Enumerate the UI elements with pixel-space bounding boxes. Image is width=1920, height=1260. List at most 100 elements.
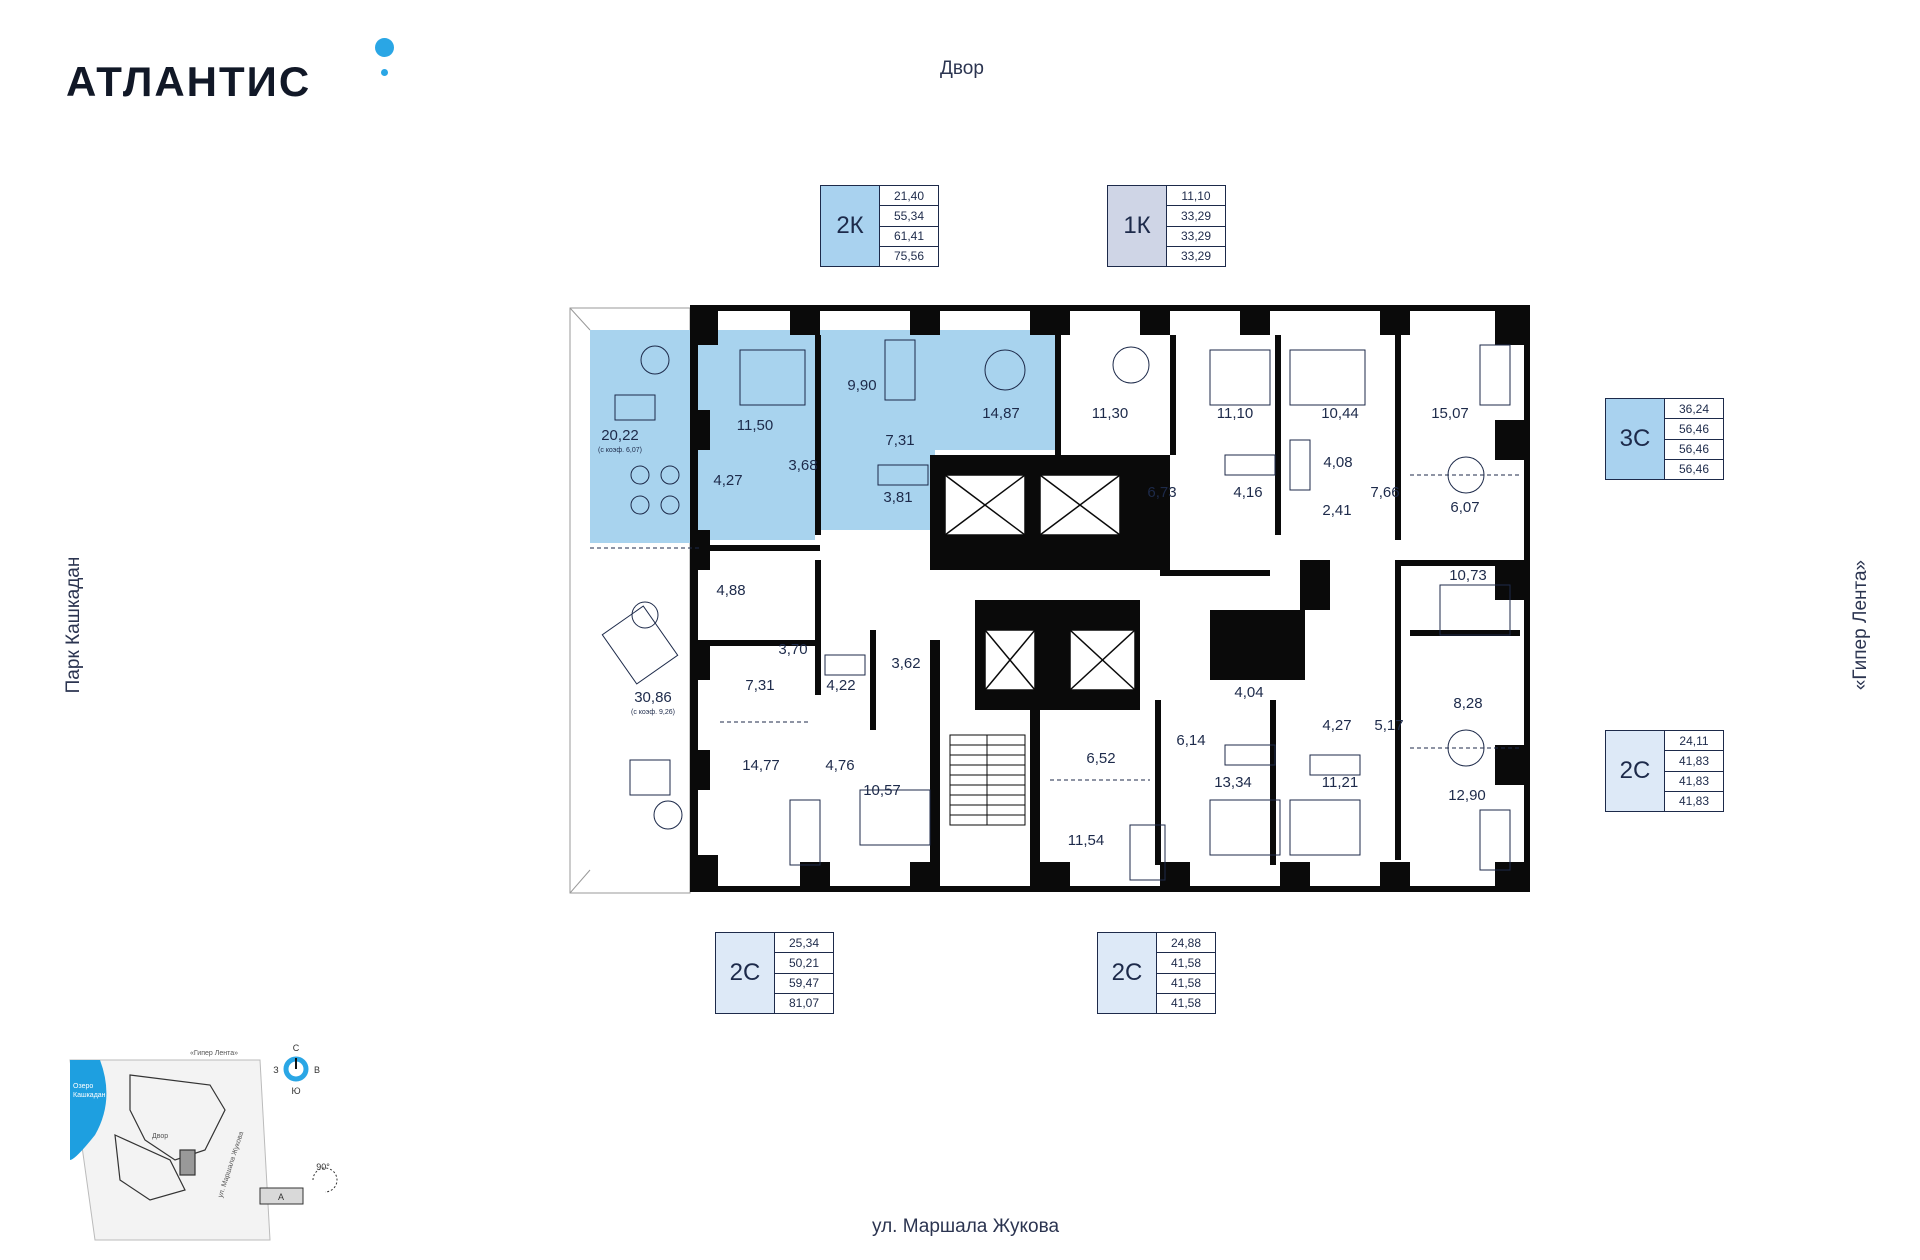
bed <box>1439 584 1511 636</box>
room-area-r-3-68: 3,68 <box>788 457 817 474</box>
bathtub <box>1224 744 1276 766</box>
bathtub <box>1309 754 1361 776</box>
room-area-r-12-90: 12,90 <box>1448 787 1486 804</box>
bathtub <box>1289 439 1311 491</box>
apartment-type: 3С <box>1606 399 1665 479</box>
apartment-card-2c-bottom-left[interactable]: 2С 25,34 50,21 59,47 81,07 <box>715 932 834 1014</box>
room-area-r-11-30: 11,30 <box>1092 405 1128 422</box>
sofa <box>1479 809 1511 871</box>
area-total-coef: 59,47 <box>775 974 833 994</box>
area-full: 33,29 <box>1180 249 1212 264</box>
area-full: 81,07 <box>788 996 820 1011</box>
furniture <box>739 339 1511 881</box>
dining-table <box>1447 456 1485 494</box>
area-full: 41,58 <box>1170 996 1202 1011</box>
apartment-card-3c[interactable]: 3С 36,24 56,46 56,46 56,46 <box>1605 398 1724 480</box>
room-area-r-11-21: 11,21 <box>1322 774 1358 791</box>
lake-label-2: Кашкадан <box>73 1092 106 1099</box>
lake-label-1: Озеро <box>73 1083 93 1090</box>
room-area-r-4-27-bottom: 4,27 <box>1322 717 1351 734</box>
room-area-terrace-top-note: (с коэф. 6,07) <box>598 447 642 454</box>
terrace-highlight[interactable] <box>590 330 700 543</box>
room-labels: 20,22(с коэф. 6,07)11,509,9014,877,314,2… <box>598 377 1487 849</box>
area-total: 41,83 <box>1665 751 1723 772</box>
stairs <box>949 734 1026 826</box>
room-area-terrace-bottom: 30,86 <box>634 689 672 706</box>
room-area-r-10-73: 10,73 <box>1449 567 1487 584</box>
area-living: 24,11 <box>1665 731 1723 752</box>
room-area-r-10-44: 10,44 <box>1321 405 1359 422</box>
minimap-top-label: «Гипер Лента» <box>190 1050 238 1057</box>
bathtub <box>824 654 866 676</box>
terrace-furniture <box>601 345 683 830</box>
apartment-type: 2К <box>821 186 880 266</box>
area-living: 36,24 <box>1665 399 1723 420</box>
room-area-r-7-66: 7,66 <box>1370 484 1399 501</box>
room-area-terrace-top: 20,22 <box>601 427 639 444</box>
apartment-card-2c-right[interactable]: 2С 24,11 41,83 41,83 41,83 <box>1605 730 1724 812</box>
sofa <box>884 339 916 401</box>
bed <box>739 349 806 406</box>
sofa <box>789 799 821 866</box>
area-total-coef: 61,41 <box>880 227 938 247</box>
dining-table <box>1112 346 1150 384</box>
apartment-2k-highlight[interactable] <box>815 450 935 530</box>
minimap-yard-label: Двор <box>152 1133 168 1140</box>
room-area-r-11-10: 11,10 <box>1217 405 1253 422</box>
room-area-terrace-bottom-note: (с коэф. 9,26) <box>631 709 675 716</box>
room-area-r-14-77: 14,77 <box>742 757 780 774</box>
room-area-r-11-54: 11,54 <box>1068 832 1104 849</box>
terrace-outline <box>569 307 691 894</box>
area-total: 50,21 <box>775 953 833 974</box>
apartment-areas: 24,88 41,58 41,58 41,58 <box>1157 933 1215 1013</box>
sofa <box>1479 344 1511 406</box>
lake-shape <box>70 1060 107 1160</box>
logo: АТЛАНТИС <box>66 58 312 105</box>
room-area-r-7-31-bottom: 7,31 <box>745 677 774 694</box>
zone-lines <box>590 474 1520 781</box>
terrace-edge <box>569 869 591 894</box>
room-area-r-14-87: 14,87 <box>982 405 1020 422</box>
compass-south: Ю <box>291 1086 300 1096</box>
logo-dot-small-icon <box>381 69 388 76</box>
area-full: 56,46 <box>1678 462 1710 477</box>
room-area-r-5-17: 5,17 <box>1374 717 1403 734</box>
area-living: 11,10 <box>1167 186 1225 207</box>
room-area-r-3-70: 3,70 <box>778 641 807 658</box>
section-label: А <box>278 1192 284 1202</box>
area-total: 55,34 <box>880 206 938 227</box>
yard-label: Двор <box>940 58 984 79</box>
street-label: ул. Маршала Жукова <box>872 1216 1060 1237</box>
bed <box>859 789 931 846</box>
apartment-card-2c-bottom-center[interactable]: 2С 24,88 41,58 41,58 41,58 <box>1097 932 1216 1014</box>
room-area-r-3-81: 3,81 <box>883 489 912 506</box>
room-area-r-4-16: 4,16 <box>1233 484 1262 501</box>
area-total: 41,58 <box>1157 953 1215 974</box>
room-area-r-8-28: 8,28 <box>1453 695 1482 712</box>
apartment-2k-highlight[interactable] <box>815 330 1055 450</box>
minimap-buildings <box>114 1074 226 1201</box>
apartment-card-2k[interactable]: 2К 21,40 55,34 61,41 75,56 <box>820 185 939 267</box>
site-minimap: Озеро Кашкадан «Гипер Лента» Двор ул. Ма… <box>69 1043 338 1241</box>
compass-west: З <box>273 1065 278 1075</box>
area-living: 25,34 <box>775 933 833 954</box>
area-full: 41,83 <box>1678 794 1710 809</box>
apartment-type: 2С <box>1606 731 1665 811</box>
bathtub <box>877 464 929 486</box>
apartment-areas: 36,24 56,46 56,46 56,46 <box>1665 399 1723 479</box>
room-area-r-4-04: 4,04 <box>1234 684 1263 701</box>
site-outline <box>69 1059 271 1241</box>
room-area-r-4-88: 4,88 <box>716 582 745 599</box>
rotation-label: 90° <box>316 1162 330 1172</box>
bed <box>1289 799 1361 856</box>
room-area-r-2-41: 2,41 <box>1322 502 1351 519</box>
area-total-coef: 41,58 <box>1157 974 1215 994</box>
area-full: 75,56 <box>893 249 925 264</box>
section-marker <box>259 1187 304 1205</box>
room-area-r-4-27-top: 4,27 <box>713 472 742 489</box>
apartment-card-1k[interactable]: 1К 11,10 33,29 33,29 33,29 <box>1107 185 1226 267</box>
area-total: 33,29 <box>1167 206 1225 227</box>
area-total-coef: 33,29 <box>1167 227 1225 247</box>
apartment-2k-highlight[interactable] <box>700 330 815 540</box>
compass-north: С <box>293 1043 300 1053</box>
